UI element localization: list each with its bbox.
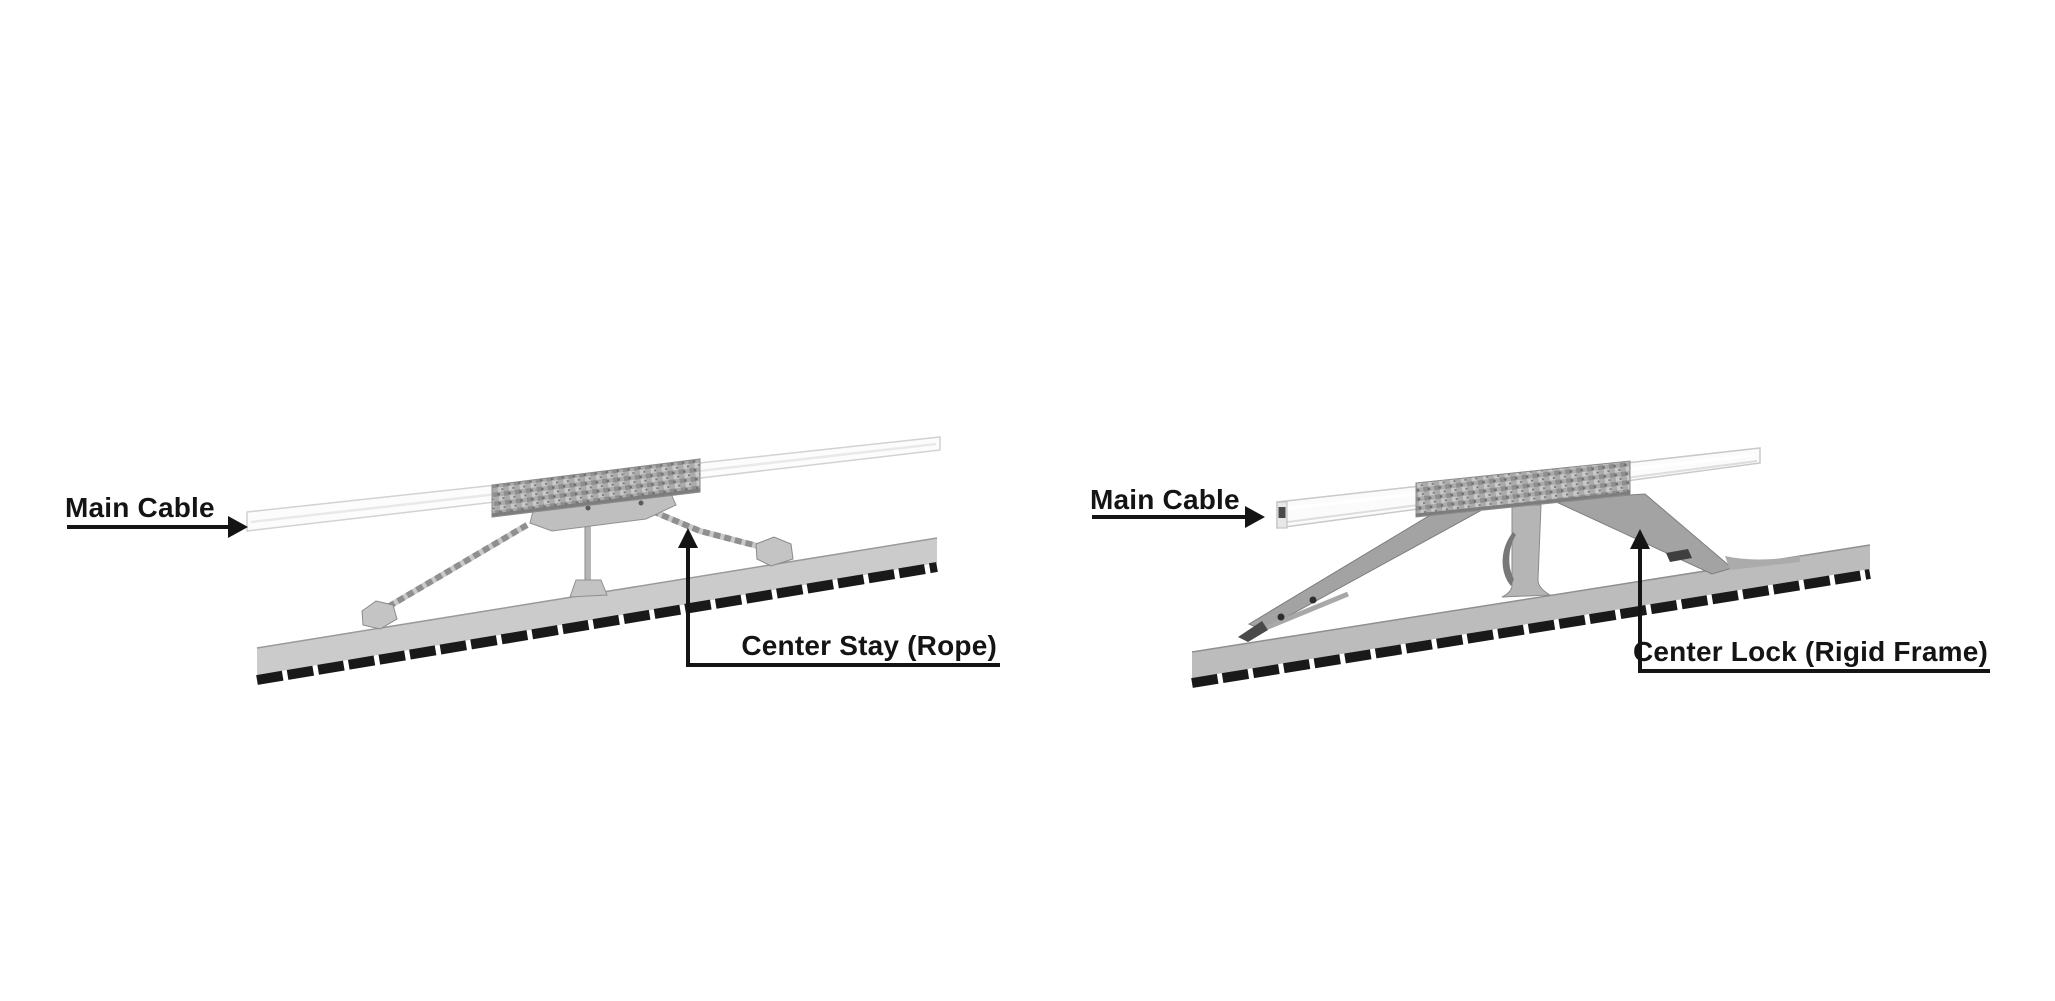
cable-band — [1415, 460, 1631, 518]
clamp-bolt — [585, 505, 591, 511]
center-lock-label: Center Lock (Rigid Frame) — [1633, 636, 1988, 667]
cable-band-bottom-shadow — [491, 488, 701, 517]
main-cable-end-core — [1278, 507, 1286, 518]
center-lock-leader-line — [1638, 547, 1990, 673]
frame-center-web — [1501, 504, 1552, 598]
frame-brace-left-flange — [1262, 591, 1349, 632]
frame-brace-right-fillet — [1725, 556, 1800, 570]
panel-center-stay-rope: Main Cable Center Stay (Rope) — [65, 436, 1000, 685]
arrow-up-icon — [1630, 529, 1650, 549]
frame-brace-left-tip-shadow — [1238, 621, 1268, 642]
center-stay-leader-line — [686, 546, 1000, 667]
clamp-bolt — [638, 500, 644, 506]
stiffening-girder — [1192, 545, 1870, 678]
arrow-up-icon — [678, 528, 698, 548]
main-cable-label: Main Cable — [1090, 484, 1240, 515]
panel-center-lock-rigid-frame: Main Cable Center Lock (Rigid Frame) — [1090, 447, 1990, 688]
girder-shadow-stripe — [1191, 569, 1871, 688]
stay-rope-right — [650, 508, 770, 552]
cable-band — [491, 458, 701, 518]
center-strut-foot — [569, 579, 608, 598]
stay-socket-right — [755, 536, 794, 567]
frame-bolt — [1309, 596, 1317, 604]
frame-joint-shadow — [1666, 549, 1692, 562]
girder-shadow-stripe — [256, 562, 938, 685]
frame-center-web-shadow — [1502, 532, 1516, 586]
cable-band-bottom-shadow — [1415, 491, 1631, 517]
frame-bolt — [1277, 613, 1285, 621]
main-cable-label: Main Cable — [65, 492, 215, 523]
arrow-right-icon — [228, 516, 248, 538]
stay-rope-left — [379, 522, 529, 614]
center-stay-label: Center Stay (Rope) — [741, 630, 997, 661]
stay-socket-left — [361, 600, 398, 630]
arrow-right-icon — [1245, 506, 1265, 528]
stiffening-girder — [257, 538, 937, 675]
